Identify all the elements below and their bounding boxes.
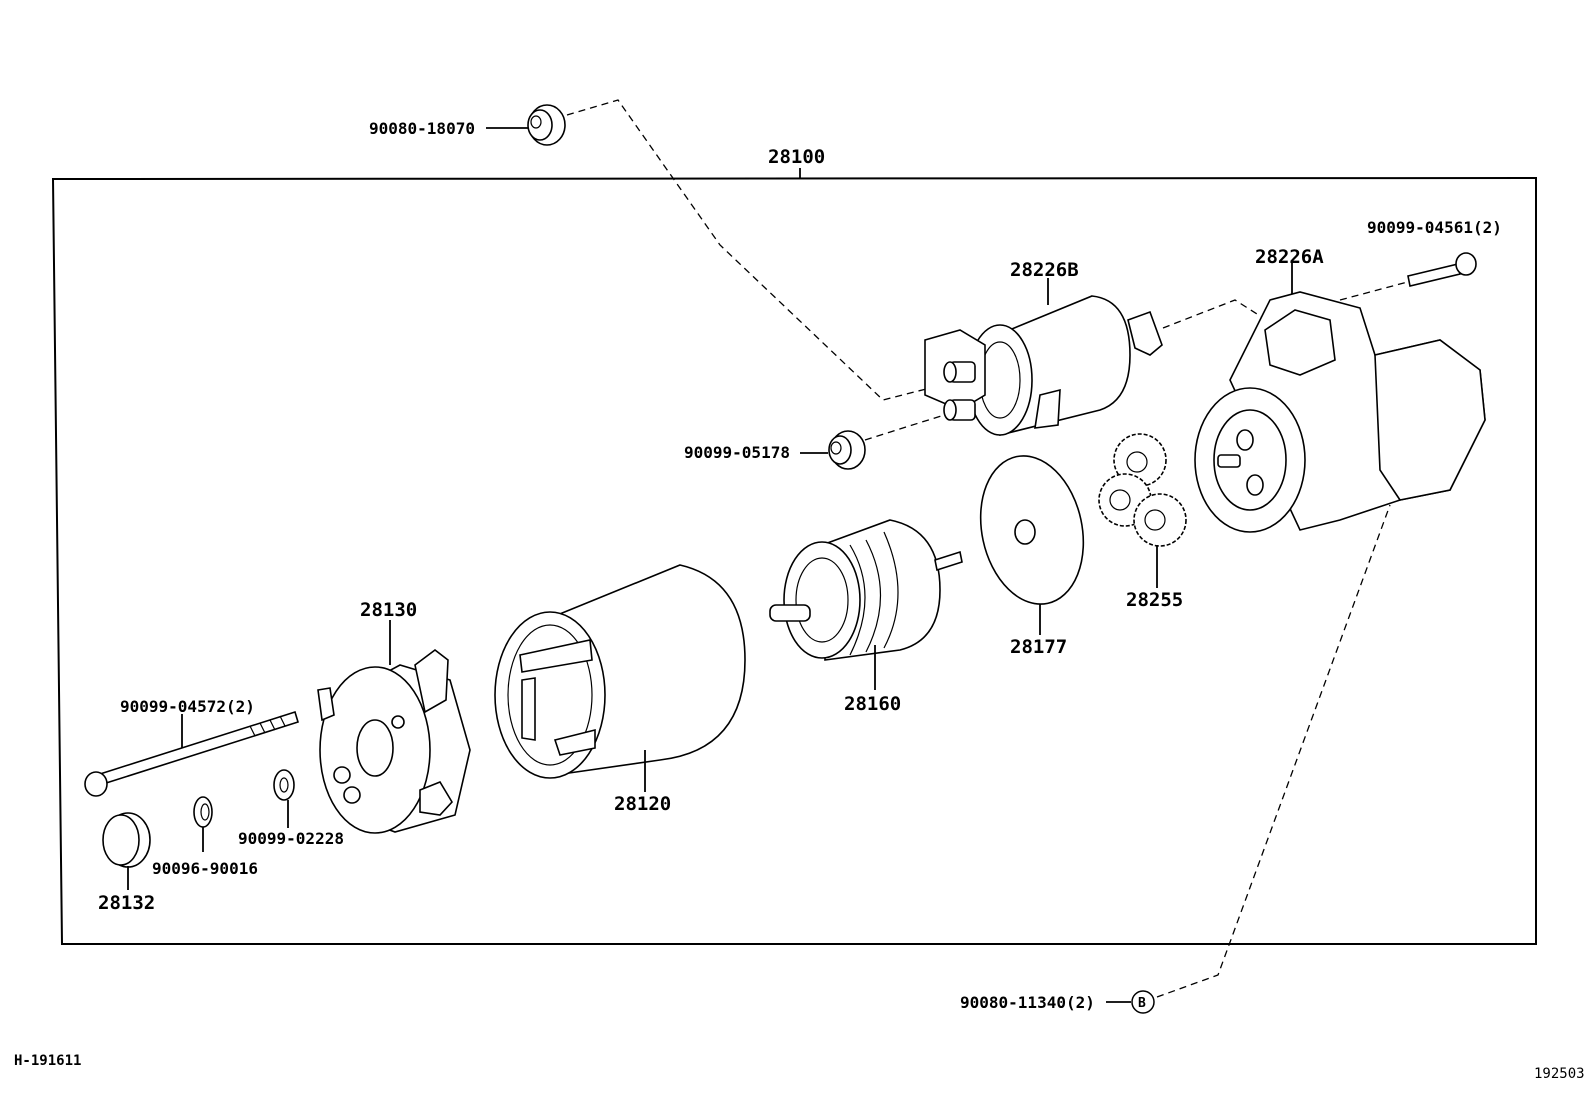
assembly-frame [51,176,1537,945]
planetary-gears-28255 [1098,433,1187,547]
solenoid-switch-28226B [924,295,1163,436]
dashed-line-90099-04561 [1339,279,1416,301]
label-28132: 28132 [98,892,155,914]
dashed-line-90080-18070 [566,99,931,401]
label-28226A: 28226A [1255,246,1324,268]
ref-marker-circle [1131,990,1155,1014]
armature-28160 [769,519,963,661]
label-28130: 28130 [360,599,417,621]
label-90099-04572: 90099-04572(2) [120,697,255,716]
screw-90099-04561 [1407,252,1477,287]
grommet-90080-18070 [527,104,566,146]
label-28255: 28255 [1126,589,1183,611]
washer-90099-02228 [273,769,295,801]
clip-90096-90016 [193,796,213,828]
label-90080-18070: 90080-18070 [369,119,475,138]
cap-28132 [102,812,151,868]
end-frame-28130 [317,648,471,834]
ref-marker-letter: B [1138,996,1146,1011]
label-90099-04561: 90099-04561(2) [1367,218,1502,237]
starter-housing-28226A [1194,291,1486,533]
label-90096-90016: 90096-90016 [152,859,258,878]
through-bolt-90099-04572 [84,710,299,797]
label-28120: 28120 [614,793,671,815]
label-90099-02228: 90099-02228 [238,829,344,848]
footer-right-code: 192503 [1534,1066,1585,1082]
label-28226B: 28226B [1010,259,1079,281]
plate-28177 [979,455,1085,605]
label-90099-05178: 90099-05178 [684,443,790,462]
footer-left-code: H-191611 [14,1053,81,1069]
dashed-line-90080-11340 [1156,504,1391,998]
label-28160: 28160 [844,693,901,715]
yoke-28120 [494,564,746,779]
grommet-90099-05178 [828,430,866,470]
label-90080-11340: 90080-11340(2) [960,993,1095,1012]
label-28177: 28177 [1010,636,1067,658]
assembly-label: 28100 [768,146,825,168]
